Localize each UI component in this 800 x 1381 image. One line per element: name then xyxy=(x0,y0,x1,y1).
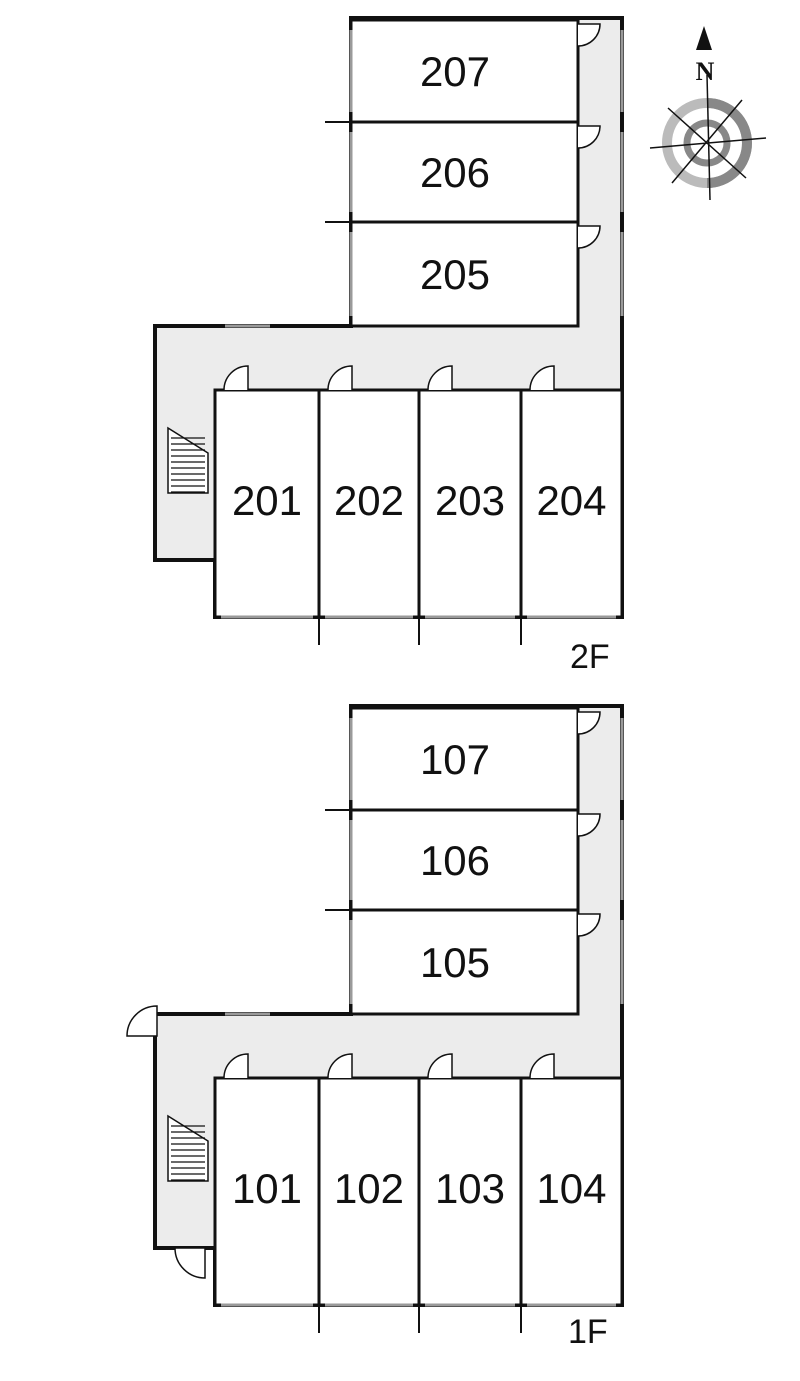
room-number: 204 xyxy=(536,477,606,524)
room-number: 106 xyxy=(420,837,490,884)
door-icon xyxy=(327,365,353,391)
corridor xyxy=(155,18,622,560)
room-number: 207 xyxy=(420,48,490,95)
floor-label: 2F xyxy=(570,638,610,676)
room-number: 202 xyxy=(334,477,404,524)
room-number: 101 xyxy=(232,1165,302,1212)
room-102 xyxy=(317,1076,421,1307)
room-206 xyxy=(349,120,580,224)
compass-north-label: N xyxy=(696,57,715,86)
room-number: 205 xyxy=(420,251,490,298)
floor-1f: 107 106 105 101 102 103 104 1F xyxy=(126,704,624,1351)
door-icon xyxy=(577,125,601,149)
compass-icon: N xyxy=(649,26,767,201)
floor-label: 1F xyxy=(568,1313,608,1351)
room-106 xyxy=(349,808,580,912)
door-icon xyxy=(327,1053,353,1079)
room-103 xyxy=(417,1076,523,1307)
room-202 xyxy=(317,388,421,619)
entrance-door-icon xyxy=(126,1005,158,1037)
door-icon xyxy=(577,23,601,47)
door-icon xyxy=(223,1053,249,1079)
door-icon xyxy=(577,813,601,837)
room-203 xyxy=(417,388,523,619)
door-icon xyxy=(427,365,453,391)
floor-2f: 207 206 205 201 202 203 204 2F xyxy=(153,16,624,676)
room-number: 201 xyxy=(232,477,302,524)
door-icon xyxy=(223,365,249,391)
room-number: 102 xyxy=(334,1165,404,1212)
door-icon xyxy=(577,225,601,249)
door-icon xyxy=(529,365,555,391)
room-number: 105 xyxy=(420,939,490,986)
room-104 xyxy=(519,1076,624,1307)
door-icon xyxy=(577,913,601,937)
room-number: 107 xyxy=(420,736,490,783)
room-107 xyxy=(349,706,580,812)
door-icon xyxy=(529,1053,555,1079)
door-icon xyxy=(577,711,601,735)
room-101 xyxy=(213,1076,321,1307)
room-105 xyxy=(349,908,580,1016)
stairs-icon xyxy=(167,426,209,494)
room-204 xyxy=(519,388,624,619)
entrance-door-icon xyxy=(174,1247,206,1279)
room-number: 206 xyxy=(420,149,490,196)
room-number: 203 xyxy=(435,477,505,524)
door-icon xyxy=(427,1053,453,1079)
room-number: 104 xyxy=(536,1165,606,1212)
stairs-icon xyxy=(167,1114,209,1182)
room-number: 103 xyxy=(435,1165,505,1212)
corridor xyxy=(155,706,622,1248)
